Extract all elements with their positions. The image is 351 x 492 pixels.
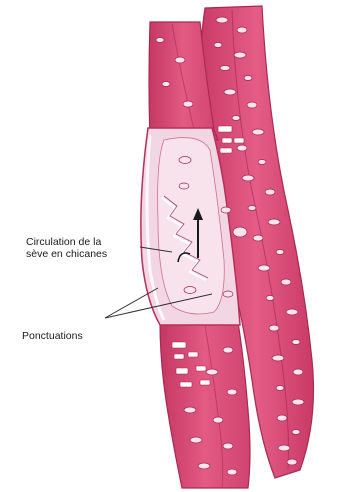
circulation-label-line2: sève en chicanes — [26, 248, 107, 260]
circulation-label-line1: Circulation de la — [26, 236, 101, 248]
ponctuations-label: Ponctuations — [22, 330, 83, 342]
